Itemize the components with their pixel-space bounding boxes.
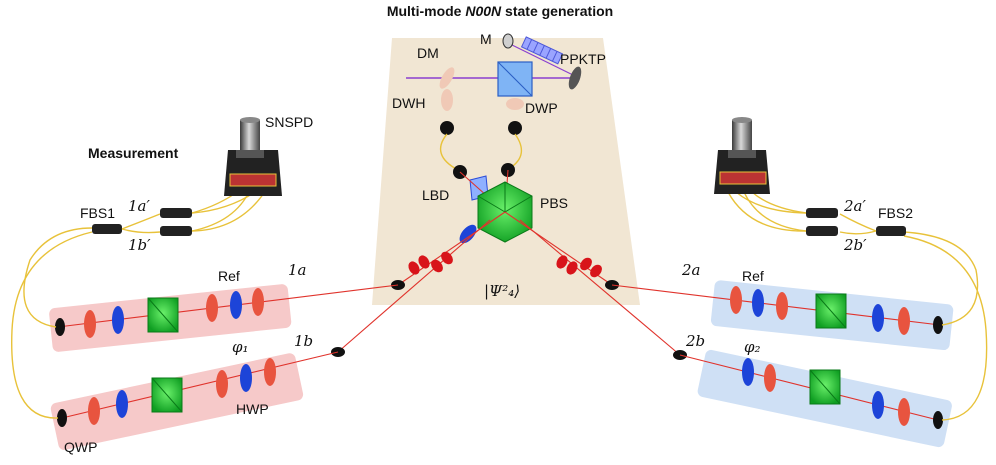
mirror-right — [568, 66, 582, 90]
fiber-link-1 — [439, 133, 459, 171]
ref-label-right: Ref — [742, 268, 764, 284]
coupler-panel-1b — [57, 409, 67, 427]
dwp-plate — [506, 98, 524, 110]
label-m: M — [480, 31, 492, 47]
pump-beam-diag — [507, 42, 576, 77]
hwp-1b-left — [116, 390, 128, 418]
mirror-m — [502, 33, 514, 49]
lens-pair-2b — [580, 257, 602, 278]
fiber-delay-2a — [806, 208, 838, 218]
qwp-2a-mid — [776, 292, 788, 320]
fiber-loop-right-b — [903, 235, 988, 421]
dwh-plate — [441, 89, 453, 111]
label-pbs: PBS — [540, 195, 568, 211]
port-2a-prime: 2a′ — [843, 197, 866, 215]
source-hwp — [459, 224, 477, 244]
qwp-1b-right — [264, 358, 276, 386]
fbs2 — [876, 226, 906, 236]
mode-1b: 1b — [294, 332, 313, 350]
port-1a-prime: 1a′ — [128, 197, 150, 215]
lens-pair-1a — [408, 255, 430, 275]
page-title: Multi-mode N00N state generation — [387, 3, 613, 19]
label-lbd: LBD — [422, 187, 449, 203]
snspd-left — [224, 117, 282, 196]
fiber-loop-right-a — [903, 231, 979, 326]
measurement-label: Measurement — [88, 145, 179, 161]
qwp-2b-right — [898, 398, 910, 426]
hwp-2a-ref — [752, 289, 764, 317]
hwp-label: HWP — [236, 401, 269, 417]
label-dwh: DWH — [392, 95, 425, 111]
beam-1b — [337, 219, 491, 353]
qwp-1b-left — [88, 397, 100, 425]
label-ppktp: PPKTP — [560, 51, 606, 67]
ref-label-left: Ref — [218, 268, 240, 284]
mode-2b: 2b — [685, 332, 705, 350]
qwp-1b-mid — [216, 370, 228, 398]
qwp-2b-left — [764, 364, 776, 392]
coupler-panel-2a — [933, 316, 943, 334]
port-2b-prime: 2b′ — [843, 236, 867, 254]
hwp-2a-right — [872, 304, 884, 332]
fbs1 — [92, 224, 122, 234]
fiber-delay-1a — [160, 208, 192, 218]
beam-panel-1b — [61, 351, 339, 419]
mode-2a: 2a — [681, 261, 701, 279]
snspd-label: SNSPD — [265, 114, 313, 130]
dichroic-mirror — [439, 67, 455, 89]
beam-panel-2b — [679, 354, 939, 421]
phase-label-right: φ₂ — [744, 338, 761, 356]
label-dm: DM — [417, 45, 439, 61]
beam-2b — [519, 219, 681, 356]
port-1b-prime: 1b′ — [128, 236, 151, 254]
hwp-1a-ref — [230, 291, 242, 319]
hwp-2b-phase — [742, 358, 754, 386]
qwp-2a-left — [730, 286, 742, 314]
phase-label-left: φ₁ — [232, 338, 249, 356]
qwp-label: QWP — [64, 439, 97, 455]
fbs2-label: FBS2 — [878, 205, 913, 221]
lens-pair-1b — [431, 251, 453, 273]
fiber-loop-left-a — [23, 227, 93, 328]
coupler-panel-2b — [933, 411, 943, 429]
label-dwp: DWP — [525, 100, 558, 116]
fiber-delay-2b — [806, 226, 838, 236]
coupler-panel-1a — [55, 318, 65, 336]
hwp-1a-left — [112, 306, 124, 334]
qwp-1a-right — [252, 288, 264, 316]
ppktp-crystal — [520, 36, 564, 65]
fiber-coupler-1 — [440, 121, 454, 135]
fiber-coupler-2 — [508, 121, 522, 135]
mode-1a: 1a — [288, 261, 307, 279]
fiber-loop-left-b — [11, 231, 93, 419]
state-label: |Ψ²₄⟩ — [484, 282, 520, 300]
qwp-1a-mid — [206, 294, 218, 322]
qwp-2a-right — [898, 307, 910, 335]
fbs1-label: FBS1 — [80, 205, 115, 221]
lens-pair-2a — [556, 255, 578, 275]
beam-panel-2a — [611, 284, 941, 326]
qwp-1a-left — [84, 310, 96, 338]
fiber-delay-1b — [160, 226, 192, 236]
hwp-2b-right — [872, 391, 884, 419]
hwp-1b-phase — [240, 364, 252, 392]
snspd-right — [714, 117, 770, 194]
